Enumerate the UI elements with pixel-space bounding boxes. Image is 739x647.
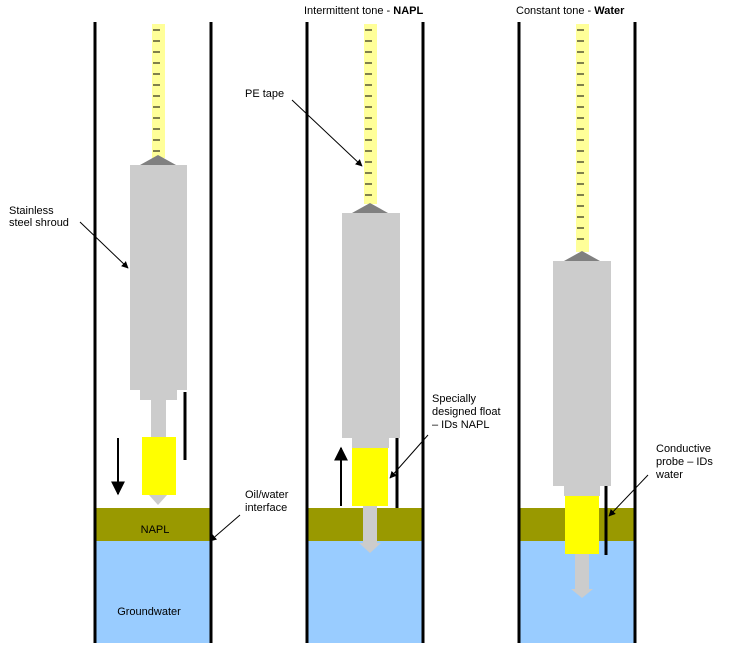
groundwater-layer bbox=[95, 541, 211, 643]
panel-2-title: Intermittent tone - NAPL bbox=[304, 5, 423, 17]
tape-label: PE tape bbox=[245, 88, 284, 100]
probe-label-line3: water bbox=[655, 469, 683, 481]
panel-1: Stainless steel shroud Oil/water interfa… bbox=[9, 22, 289, 643]
panel-2: Intermittent tone - NAPL PE tape Special… bbox=[245, 5, 501, 643]
float bbox=[142, 437, 176, 495]
tape-ticks bbox=[365, 29, 372, 196]
stainless-steel-shroud bbox=[130, 165, 187, 390]
float bbox=[352, 448, 388, 506]
probe-pointer bbox=[608, 474, 649, 517]
tape-ticks bbox=[577, 29, 584, 240]
probe-label-line1: Conductive bbox=[656, 443, 711, 455]
panel-3-title-bold: Water bbox=[594, 5, 625, 17]
napl-layer bbox=[95, 508, 211, 541]
cone-cap bbox=[140, 155, 176, 165]
panel-3-title-prefix: Constant tone - bbox=[516, 5, 594, 17]
pe-tape bbox=[364, 24, 377, 204]
shroud-neck bbox=[564, 486, 600, 496]
panel-2-title-bold: NAPL bbox=[393, 5, 423, 17]
probe-tip bbox=[359, 543, 381, 553]
cone-cap bbox=[564, 251, 600, 261]
shroud-label-line2: steel shroud bbox=[9, 217, 69, 229]
panel-2-title-prefix: Intermittent tone - bbox=[304, 5, 393, 17]
probe-rod bbox=[575, 554, 589, 589]
float bbox=[565, 496, 599, 554]
panel-3-title: Constant tone - Water bbox=[516, 5, 625, 17]
shroud-label-line1: Stainless bbox=[9, 205, 54, 217]
pe-tape bbox=[576, 24, 589, 252]
tape-pointer bbox=[291, 99, 363, 167]
float-label-line2: designed float bbox=[432, 406, 501, 418]
shroud-neck bbox=[140, 390, 177, 400]
probe-tip bbox=[571, 589, 593, 598]
panel-3: Constant tone - Water Conductive probe –… bbox=[516, 5, 713, 643]
stainless-steel-shroud bbox=[553, 261, 611, 486]
interface-label-line2: interface bbox=[245, 502, 287, 514]
probe-rod bbox=[363, 506, 377, 543]
tape-ticks bbox=[153, 29, 160, 152]
interface-label-line1: Oil/water bbox=[245, 489, 289, 501]
shroud-neck bbox=[352, 438, 389, 448]
pe-tape bbox=[152, 24, 165, 158]
float-pointer bbox=[389, 434, 429, 479]
cone-cap bbox=[352, 203, 388, 213]
shroud-pointer bbox=[79, 221, 129, 269]
float-label-line1: Specially bbox=[432, 393, 477, 405]
probe-label-line2: probe – IDs bbox=[656, 456, 713, 468]
interface-pointer bbox=[209, 514, 241, 542]
stainless-steel-shroud bbox=[342, 213, 400, 438]
groundwater-layer bbox=[307, 541, 423, 643]
probe-rod bbox=[151, 400, 166, 437]
napl-layer-label: NAPL bbox=[141, 524, 170, 536]
probe-tip bbox=[149, 495, 167, 505]
float-label-line3: – IDs NAPL bbox=[432, 419, 489, 431]
groundwater-label: Groundwater bbox=[117, 606, 181, 618]
